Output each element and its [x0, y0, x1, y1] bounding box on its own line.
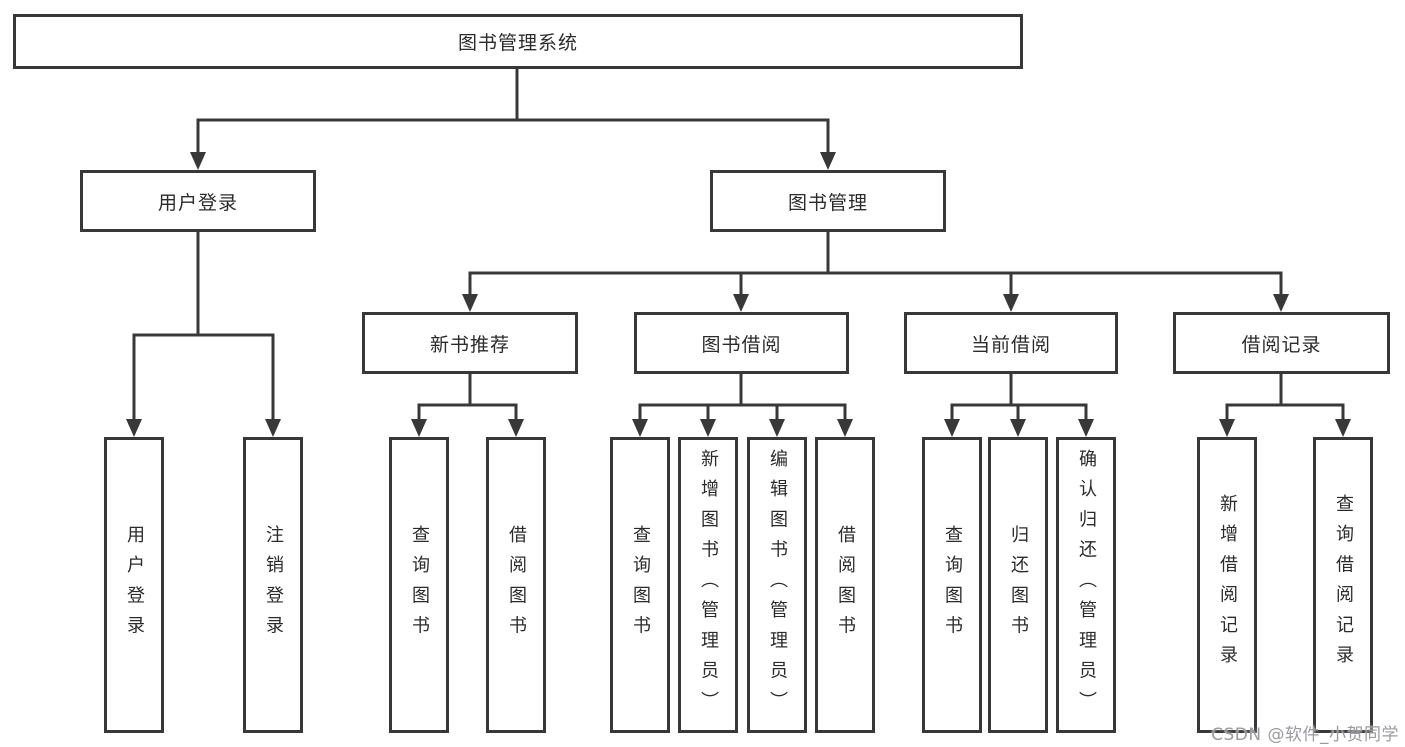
leaf-label: 借阅图书 — [506, 524, 527, 646]
leaf-query-books-current: 查询图书 — [922, 437, 982, 733]
leaf-label: 新增借阅记录 — [1217, 494, 1238, 676]
leaf-label: 查询图书 — [942, 524, 963, 646]
node-book-management-label: 图书管理 — [787, 191, 868, 214]
node-borrowing-records-label: 借阅记录 — [1241, 333, 1322, 356]
node-current-borrowing-label: 当前借阅 — [970, 333, 1051, 356]
node-book-borrowing-label: 图书借阅 — [701, 333, 782, 356]
leaf-query-books-borrow: 查询图书 — [610, 437, 670, 733]
leaf-label: 借阅图书 — [835, 524, 856, 646]
node-book-management: 图书管理 — [710, 170, 946, 232]
csdn-watermark: CSDN @软件_小贺同学 — [1211, 725, 1399, 745]
node-new-book-recommendation: 新书推荐 — [362, 312, 578, 374]
leaf-user-login: 用户登录 — [104, 437, 164, 733]
node-user-login: 用户登录 — [80, 170, 316, 232]
node-new-book-recommendation-label: 新书推荐 — [429, 333, 510, 356]
leaf-label: 查询图书 — [630, 524, 651, 646]
leaf-label: 新增图书（管理员） — [698, 448, 719, 722]
leaf-query-books-recommend: 查询图书 — [389, 437, 449, 733]
leaf-query-borrow-record: 查询借阅记录 — [1313, 437, 1373, 733]
leaf-add-books-admin: 新增图书（管理员） — [678, 437, 738, 733]
leaf-label: 编辑图书（管理员） — [767, 448, 788, 722]
leaf-borrow-books: 借阅图书 — [815, 437, 875, 733]
leaf-borrow-books-recommend: 借阅图书 — [486, 437, 546, 733]
leaf-edit-books-admin: 编辑图书（管理员） — [747, 437, 807, 733]
leaf-confirm-return-admin: 确认归还（管理员） — [1056, 437, 1116, 733]
leaf-label: 查询借阅记录 — [1333, 494, 1354, 676]
node-current-borrowing: 当前借阅 — [904, 312, 1118, 374]
leaf-add-borrow-record: 新增借阅记录 — [1197, 437, 1257, 733]
leaf-logout: 注销登录 — [243, 437, 303, 733]
leaf-label: 确认归还（管理员） — [1076, 448, 1097, 722]
node-root-label: 图书管理系统 — [457, 32, 578, 54]
leaf-label: 归还图书 — [1008, 524, 1029, 646]
node-book-borrowing: 图书借阅 — [634, 312, 849, 374]
leaf-label: 查询图书 — [409, 524, 430, 646]
node-borrowing-records: 借阅记录 — [1173, 312, 1390, 374]
leaf-label: 用户登录 — [124, 524, 145, 646]
leaf-label: 注销登录 — [263, 524, 284, 646]
node-user-login-label: 用户登录 — [157, 191, 238, 214]
node-library-management-system: 图书管理系统 — [13, 14, 1023, 69]
leaf-return-books: 归还图书 — [988, 437, 1048, 733]
